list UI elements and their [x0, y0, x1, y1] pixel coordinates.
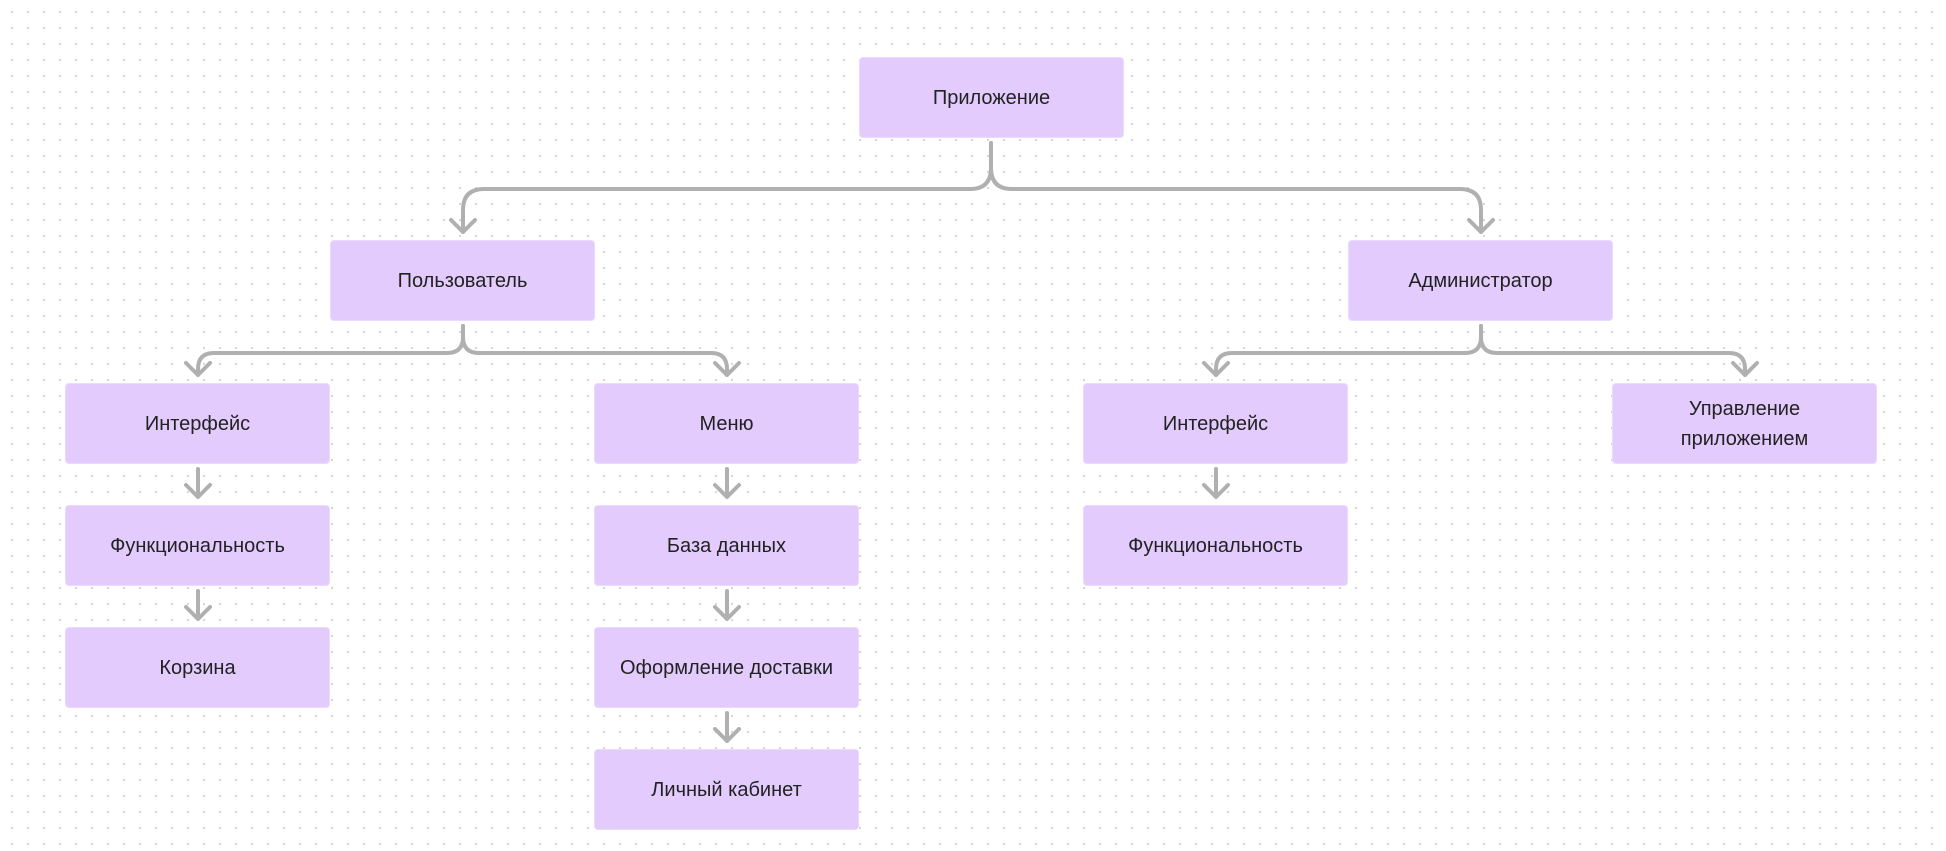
connector-functionality-to-cart [184, 589, 212, 621]
node-label: База данных [666, 534, 787, 557]
node-label: Меню [699, 412, 754, 435]
node-label: Администратор [1408, 269, 1553, 292]
connector-user-to-menu [461, 324, 729, 377]
node-label: Корзина [159, 656, 236, 679]
node-label: Управление приложением [1680, 397, 1809, 450]
arrowhead-admin-management [1731, 361, 1759, 377]
connector-user-to-interface [196, 324, 465, 377]
arrowhead-user [449, 218, 477, 234]
node-label: Пользователь [397, 269, 528, 292]
node-label: Функциональность [1128, 534, 1303, 557]
node-user-functionality[interactable]: Функциональность [65, 505, 330, 586]
connector-database-to-delivery [713, 589, 741, 621]
connector-delivery-to-account [713, 711, 741, 743]
arrowhead-user-interface [184, 361, 212, 377]
node-user-cart[interactable]: Корзина [65, 627, 330, 708]
connector-root-to-user [461, 141, 993, 234]
node-label: Личный кабинет [651, 778, 802, 801]
node-user-delivery[interactable]: Оформление доставки [594, 627, 859, 708]
connector-admin-to-interface [1214, 324, 1483, 377]
node-root-app[interactable]: Приложение [859, 57, 1124, 138]
connector-admin-interface-to-functionality [1202, 467, 1230, 499]
connector-root-to-admin [989, 141, 1483, 234]
node-label: Интерфейс [1162, 412, 1269, 435]
arrowhead-user-menu [713, 361, 741, 377]
node-user-interface[interactable]: Интерфейс [65, 383, 330, 464]
node-user-menu[interactable]: Меню [594, 383, 859, 464]
node-admin-interface[interactable]: Интерфейс [1083, 383, 1348, 464]
node-user-database[interactable]: База данных [594, 505, 859, 586]
node-label: Функциональность [110, 534, 285, 557]
arrowhead-admin-interface [1202, 361, 1230, 377]
node-user-account[interactable]: Личный кабинет [594, 749, 859, 830]
node-admin-functionality[interactable]: Функциональность [1083, 505, 1348, 586]
connector-menu-to-database [713, 467, 741, 499]
node-admin-app-management[interactable]: Управление приложением [1612, 383, 1877, 464]
node-label: Приложение [932, 86, 1051, 109]
node-admin[interactable]: Администратор [1348, 240, 1613, 321]
connector-admin-to-management [1479, 324, 1747, 377]
node-label: Оформление доставки [619, 656, 834, 679]
arrowhead-admin [1467, 218, 1495, 234]
node-label: Интерфейс [144, 412, 251, 435]
connector-interface-to-functionality [184, 467, 212, 499]
node-user[interactable]: Пользователь [330, 240, 595, 321]
